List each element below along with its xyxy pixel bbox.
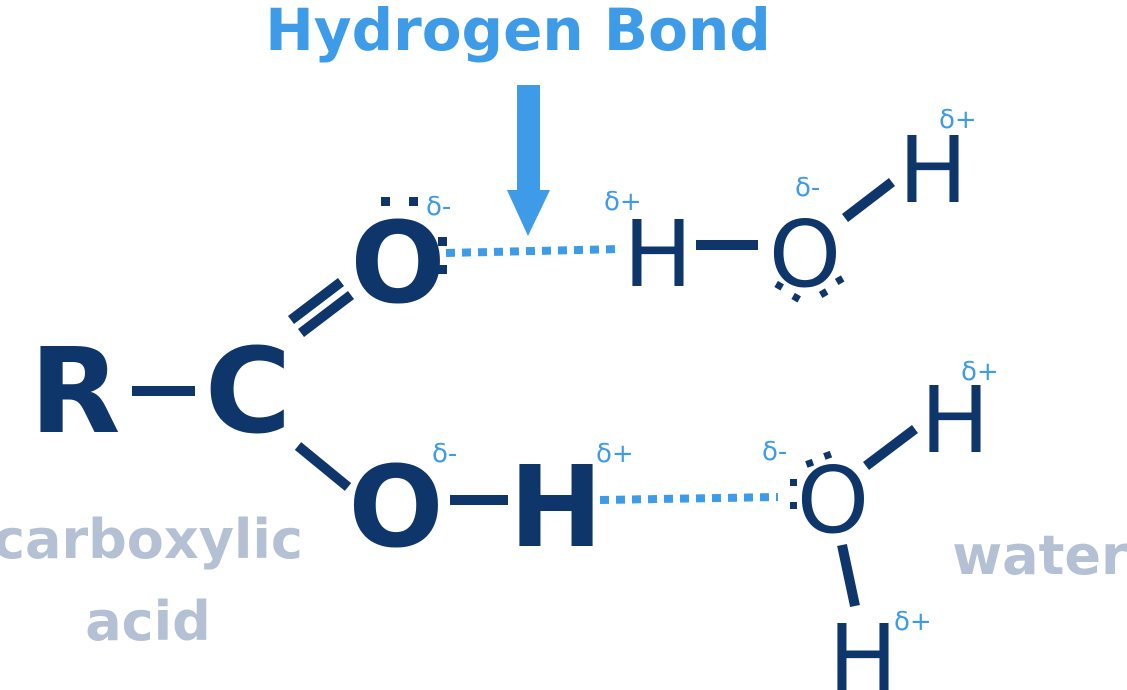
atom-h-water-top-bonded: H (623, 201, 692, 308)
label-water: water (952, 524, 1127, 587)
bond-o-h-water-top (841, 178, 896, 222)
atom-c: C (205, 322, 292, 460)
water-molecule-bottom: O δ- H δ+ H δ+ (762, 357, 999, 690)
atom-h-water-bottom-top: H (920, 367, 989, 474)
lone-pair-dot (818, 288, 829, 298)
lone-pair-dot (791, 292, 801, 303)
lone-pair-dot (774, 280, 784, 291)
atom-r: R (30, 322, 121, 460)
lone-pair-dot (438, 265, 447, 274)
double-bond-line-1 (287, 278, 345, 324)
bond-o-h-water-bottom-top (862, 425, 919, 470)
partial-charge-h-water-top-bonded: δ+ (604, 187, 642, 217)
lone-pair-dot (805, 458, 815, 468)
hydrogen-bond-top (445, 245, 623, 257)
lone-pair-dot (790, 479, 797, 486)
label-carboxylic-acid-line1: carboxylic (0, 508, 303, 571)
lone-pair-dot (790, 502, 797, 509)
double-bond-line-2 (297, 291, 355, 337)
diagram-title: Hydrogen Bond (265, 0, 771, 64)
water-molecule-top: H δ+ O δ- H δ+ (604, 105, 977, 308)
partial-charge-o-water-bottom: δ- (762, 437, 787, 467)
partial-charge-o-carbonyl: δ- (426, 192, 451, 222)
atom-h-water-top-free: H (898, 117, 967, 224)
lone-pair-dot (438, 237, 447, 246)
atom-h-hydroxyl: H (509, 443, 603, 573)
partial-charge-h-water-bottom-bottom: δ+ (894, 607, 932, 637)
lone-pair-dot (381, 197, 390, 206)
label-carboxylic-acid-line2: acid (85, 590, 211, 653)
partial-charge-h-water-bottom-top: δ+ (961, 357, 999, 387)
bond-o-h-water-bottom-bottom (837, 543, 860, 608)
partial-charge-o-hydroxyl: δ- (432, 439, 457, 469)
carboxylic-acid-molecule: R C O δ- O δ- H δ+ (30, 192, 634, 573)
atom-o-water-top: O (769, 201, 841, 308)
hydrogen-bond-bottom (599, 493, 779, 504)
atom-o-carbonyl: O (350, 199, 445, 329)
partial-charge-h-water-top-free: δ+ (939, 105, 977, 135)
partial-charge-h-hydroxyl: δ+ (596, 439, 634, 469)
lone-pair-dot (834, 275, 845, 285)
partial-charge-o-water-top: δ- (795, 173, 820, 203)
bond-c-o (294, 442, 352, 491)
arrow-down-icon (507, 85, 550, 236)
lone-pair-dot (409, 197, 418, 206)
atom-h-water-bottom-bottom: H (828, 605, 897, 690)
lone-pair-dot (823, 450, 833, 460)
atom-o-hydroxyl: O (348, 443, 443, 573)
